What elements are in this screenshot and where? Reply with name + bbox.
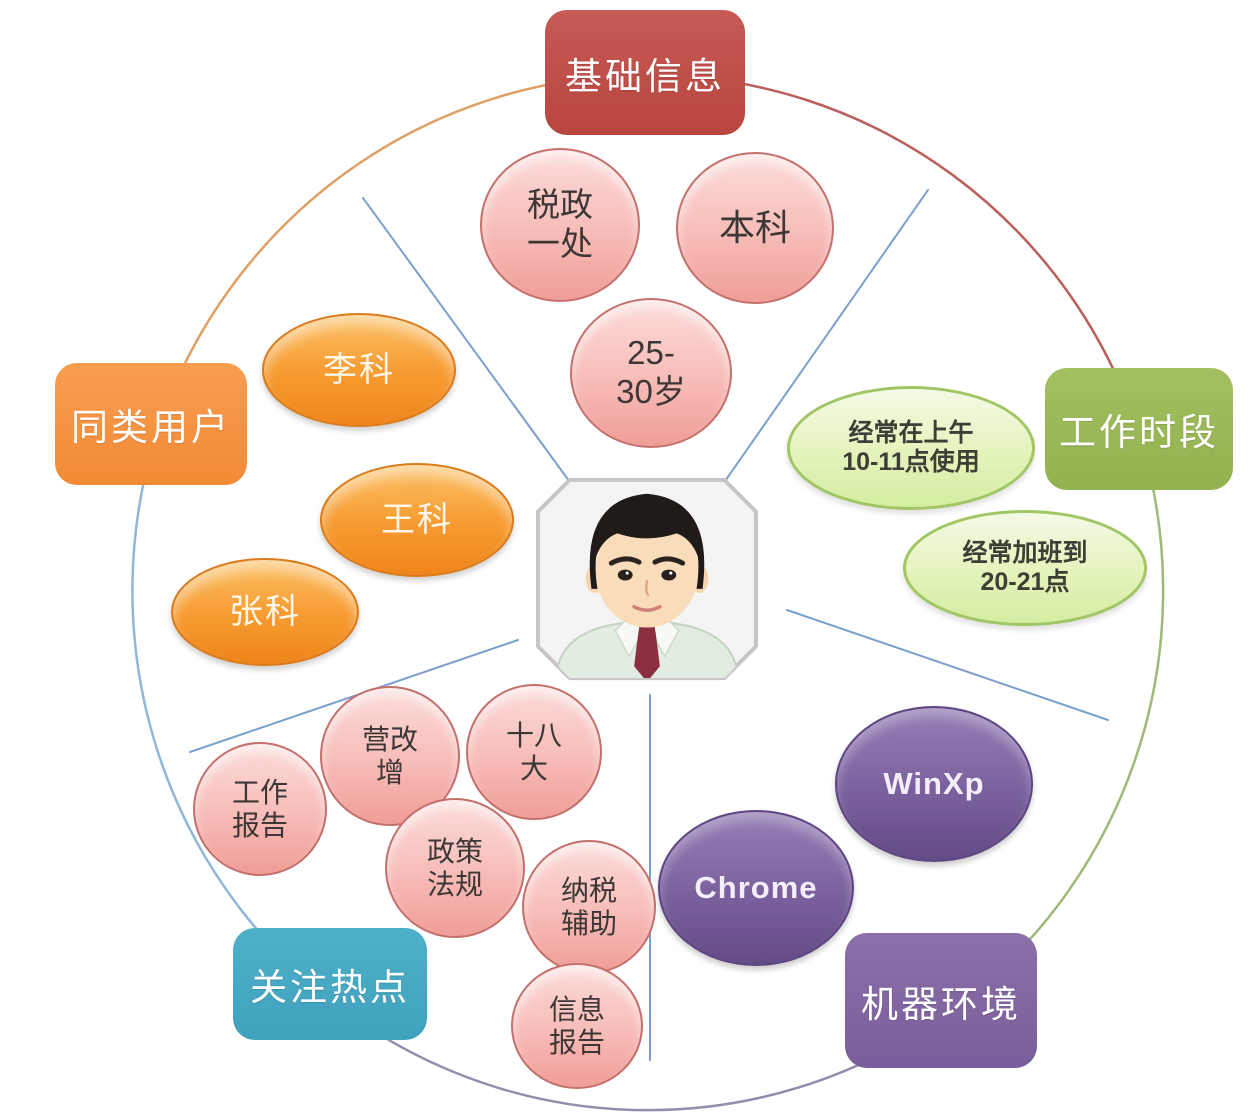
category-similar-users: 同类用户 bbox=[55, 363, 247, 485]
node-department-line1: 税政 bbox=[527, 186, 593, 224]
node-topic-info-report: 信息 报告 bbox=[511, 963, 643, 1089]
node-topic-tax-assist: 纳税 辅助 bbox=[522, 840, 656, 974]
node-department: 税政 一处 bbox=[480, 148, 640, 302]
node-topic-18th-congress-line2: 大 bbox=[519, 753, 548, 784]
category-hot-topics: 关注热点 bbox=[233, 928, 427, 1040]
node-topic-vat-reform-line2: 增 bbox=[375, 757, 404, 788]
category-machine-env-label: 机器环境 bbox=[861, 983, 1021, 1025]
node-os-winxp-label: WinXp bbox=[883, 765, 985, 801]
node-topic-info-report-line1: 信息 bbox=[548, 993, 605, 1025]
node-worktime-overtime-line1: 经常加班到 bbox=[962, 538, 1088, 567]
node-similar-user-like: 李科 bbox=[262, 313, 456, 427]
arc-hot-to-similar bbox=[131, 430, 326, 997]
node-age-line1: 25- bbox=[627, 334, 675, 372]
node-topic-policy-regulations: 政策 法规 bbox=[385, 798, 525, 938]
category-basic-info-label: 基础信息 bbox=[565, 55, 725, 97]
node-worktime-morning-line2: 10-11点使用 bbox=[842, 448, 980, 476]
node-similar-user-zhangke-label: 张科 bbox=[229, 592, 301, 631]
node-topic-tax-assist-line1: 纳税 bbox=[560, 874, 617, 906]
node-os-winxp: WinXp bbox=[835, 706, 1033, 862]
node-topic-vat-reform-line1: 营改 bbox=[361, 723, 418, 755]
spoke-right bbox=[786, 609, 1109, 721]
node-topic-work-report: 工作 报告 bbox=[193, 742, 327, 876]
node-browser-chrome: Chrome bbox=[658, 810, 854, 966]
node-worktime-overtime-line2: 20-21点 bbox=[980, 568, 1070, 596]
node-worktime-morning-line1: 经常在上午 bbox=[848, 418, 974, 447]
category-basic-info: 基础信息 bbox=[545, 10, 745, 135]
category-similar-users-label: 同类用户 bbox=[71, 407, 231, 448]
node-similar-user-zhangke: 张科 bbox=[171, 558, 359, 666]
node-topic-18th-congress-line1: 十八 bbox=[505, 719, 562, 751]
node-worktime-morning: 经常在上午 10-11点使用 bbox=[787, 386, 1035, 510]
node-topic-policy-regulations-line2: 法规 bbox=[426, 869, 483, 900]
node-browser-chrome-label: Chrome bbox=[694, 869, 818, 905]
node-topic-tax-assist-line2: 辅助 bbox=[560, 908, 617, 939]
category-hot-topics-label: 关注热点 bbox=[250, 967, 410, 1008]
node-topic-policy-regulations-line1: 政策 bbox=[426, 835, 483, 867]
node-topic-info-report-line2: 报告 bbox=[548, 1027, 605, 1058]
node-degree: 本科 bbox=[676, 152, 834, 304]
node-topic-work-report-line1: 工作 bbox=[231, 776, 288, 808]
user-avatar-icon bbox=[536, 477, 758, 681]
node-topic-work-report-line2: 报告 bbox=[231, 810, 288, 841]
node-similar-user-wangke-label: 王科 bbox=[381, 500, 453, 539]
category-work-time: 工作时段 bbox=[1045, 368, 1233, 490]
node-similar-user-like-label: 李科 bbox=[323, 350, 395, 389]
category-work-time-label: 工作时段 bbox=[1059, 412, 1219, 453]
node-topic-18th-congress: 十八 大 bbox=[466, 684, 602, 820]
node-department-line2: 一处 bbox=[527, 225, 593, 262]
spoke-upper-left bbox=[362, 197, 573, 486]
node-similar-user-wangke: 王科 bbox=[320, 463, 514, 577]
node-degree-line1: 本科 bbox=[718, 206, 791, 248]
node-age: 25- 30岁 bbox=[570, 298, 732, 448]
node-age-line2: 30岁 bbox=[616, 373, 686, 410]
node-worktime-overtime: 经常加班到 20-21点 bbox=[903, 510, 1147, 626]
spoke-upper-right bbox=[722, 189, 929, 485]
category-machine-env: 机器环境 bbox=[845, 933, 1037, 1068]
